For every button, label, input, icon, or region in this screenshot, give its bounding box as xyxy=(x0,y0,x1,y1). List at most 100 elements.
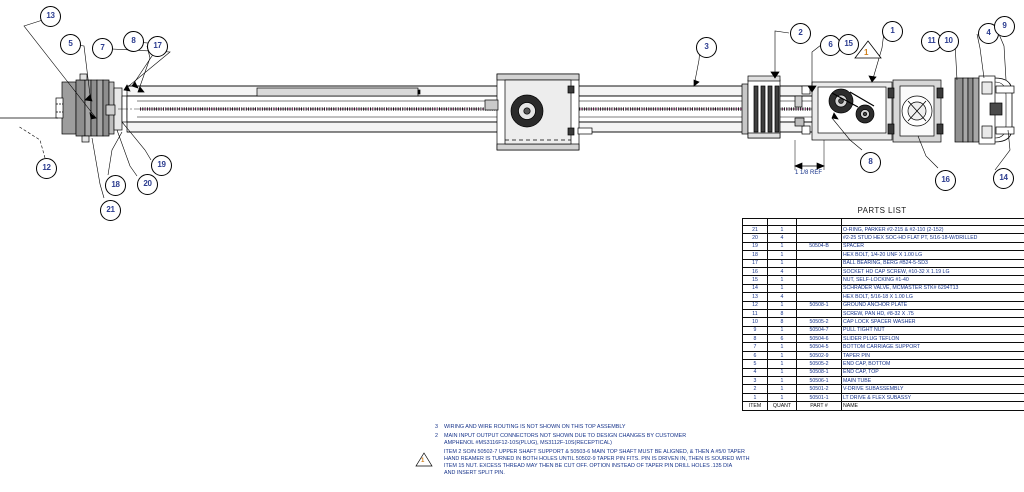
balloon-19[interactable]: 19 xyxy=(151,155,172,176)
parts-list-part-name: LT DRIVE & FLEX SUBASSY xyxy=(841,392,1024,403)
parts-list-quantity: 1 xyxy=(767,367,797,378)
note-number: 3 xyxy=(435,424,438,430)
note-item: ITEM 2 SO/N 50502-7 UPPER SHAFT SUPPORT … xyxy=(424,449,944,477)
parts-list-part-number: 50505-2 xyxy=(796,317,842,327)
parts-list-part-number: 50504-5 xyxy=(796,342,842,352)
parts-list-part-number: 50504-B xyxy=(796,241,842,252)
note-text: MAIN INPUT OUTPUT CONNECTORS NOT SHOWN D… xyxy=(444,433,686,447)
parts-list-quantity: 1 xyxy=(767,350,797,361)
parts-list-quantity: 1 xyxy=(767,258,797,268)
parts-list-quantity: 6 xyxy=(767,334,797,344)
parts-list-part-number: 50504-7 xyxy=(796,325,842,336)
parts-list-part-name: HEX BOLT, 1/4-20 UNF X 1.00 LG xyxy=(841,250,1024,260)
note-line: HAND REAMER IS TURNED IN BOTH HOLES UNTI… xyxy=(444,456,750,462)
parts-list-quantity: 4 xyxy=(767,292,797,302)
parts-list-quantity: 1 xyxy=(767,283,797,294)
balloon-10[interactable]: 10 xyxy=(938,31,959,52)
parts-list-item-number: 14 xyxy=(742,283,768,294)
parts-list-column-header: PART # xyxy=(796,401,842,411)
note-text: ITEM 2 SO/N 50502-7 UPPER SHAFT SUPPORT … xyxy=(444,449,750,477)
parts-list-column-header: ITEM xyxy=(742,401,768,411)
parts-list-quantity: 1 xyxy=(767,224,797,235)
balloon-15[interactable]: 15 xyxy=(838,34,859,55)
warning-triangle-flag-icon xyxy=(854,40,882,59)
balloon-8-right[interactable]: 8 xyxy=(860,152,881,173)
parts-list-part-name: NUT, SELF-LOCKING #1-40 xyxy=(841,275,1024,285)
parts-list-item-number: 13 xyxy=(742,292,768,302)
balloon-1[interactable]: 1 xyxy=(882,21,903,42)
parts-list-part-number: 50502-9 xyxy=(796,350,842,361)
parts-list-item-number: 19 xyxy=(742,241,768,252)
parts-list-item-number: 20 xyxy=(742,233,768,243)
parts-list-quantity: 1 xyxy=(767,392,797,403)
parts-list-quantity: 8 xyxy=(767,308,797,319)
parts-list-part-name: SCREW, PAN HD, #8-32 X .75 xyxy=(841,308,1024,319)
balloon-5[interactable]: 5 xyxy=(60,34,81,55)
parts-list-part-name: SPACER xyxy=(841,241,1024,252)
balloon-13[interactable]: 13 xyxy=(40,6,61,27)
parts-list-part-number xyxy=(796,283,842,294)
parts-list-item-number: 16 xyxy=(742,266,768,277)
parts-list-quantity: 1 xyxy=(767,376,797,386)
balloon-21[interactable]: 21 xyxy=(100,200,121,221)
parts-list-quantity: 1 xyxy=(767,250,797,260)
balloon-14[interactable]: 14 xyxy=(993,168,1014,189)
balloon-17[interactable]: 17 xyxy=(147,36,168,57)
parts-list-part-name: END CAP, TOP xyxy=(841,367,1024,378)
parts-list-item-number: 3 xyxy=(742,376,768,386)
balloon-9[interactable]: 9 xyxy=(994,16,1015,37)
balloon-18[interactable]: 18 xyxy=(105,175,126,196)
note-line: ITEM 2 SO/N 50502-7 UPPER SHAFT SUPPORT … xyxy=(444,449,745,455)
note-line: WIRING AND WIRE ROUTING IS NOT SHOWN ON … xyxy=(444,424,626,430)
parts-list-quantity: 1 xyxy=(767,300,797,310)
parts-list-item-number: 21 xyxy=(742,224,768,235)
balloon-2[interactable]: 2 xyxy=(790,23,811,44)
note-item: 2 MAIN INPUT OUTPUT CONNECTORS NOT SHOWN … xyxy=(424,433,944,447)
balloon-3[interactable]: 3 xyxy=(696,37,717,58)
balloon-7[interactable]: 7 xyxy=(92,38,113,59)
balloon-12[interactable]: 12 xyxy=(36,158,57,179)
parts-list-part-number xyxy=(796,233,842,243)
parts-list-part-name: PULL TIGHT NUT xyxy=(841,325,1024,336)
warning-note-number: 1 xyxy=(421,458,425,464)
parts-list-part-number xyxy=(796,250,842,260)
parts-list-quantity: 1 xyxy=(767,359,797,369)
parts-list-quantity: 1 xyxy=(767,325,797,336)
note-number: 2 xyxy=(435,433,438,439)
balloon-16[interactable]: 16 xyxy=(935,170,956,191)
parts-list-item-number: 9 xyxy=(742,325,768,336)
parts-list-item-number: 12 xyxy=(742,300,768,310)
parts-list-part-number xyxy=(796,224,842,235)
parts-list-quantity: 1 xyxy=(767,241,797,252)
balloon-20[interactable]: 20 xyxy=(137,174,158,195)
parts-list-item-number: 18 xyxy=(742,250,768,260)
balloon-11[interactable]: 11 xyxy=(921,31,942,52)
warning-flag-number: 1 xyxy=(864,48,869,57)
parts-list-item-number: 8 xyxy=(742,334,768,344)
balloon-8-left[interactable]: 8 xyxy=(123,31,144,52)
